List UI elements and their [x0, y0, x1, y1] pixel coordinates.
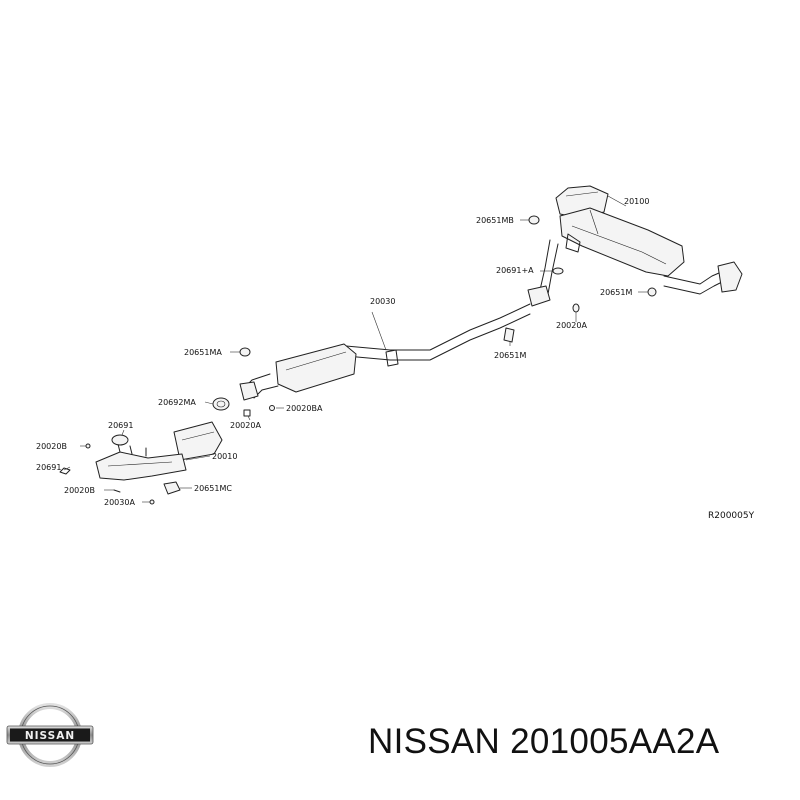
label-gasket-front-left: 20691	[36, 463, 61, 472]
leader-lines	[63, 195, 648, 503]
label-mount-rubber-m-rear: 20651M	[600, 288, 632, 297]
nissan-logo-text: NISSAN	[25, 730, 75, 742]
nissan-logo: NISSAN	[5, 700, 95, 770]
label-gasket-a: 20691+A	[496, 266, 534, 275]
label-nut-a: 20020BA	[286, 404, 323, 413]
label-bolt-b2: 20020B	[64, 486, 95, 495]
label-center-pipe: 20030	[370, 297, 395, 306]
label-bolt-b: 20020B	[36, 442, 67, 451]
label-mount-rubber-mc: 20651MC	[194, 484, 232, 493]
reference-code: R200005Y	[708, 511, 755, 521]
center-pipe	[212, 303, 531, 417]
label-mount-rubber-m-center: 20651M	[494, 351, 526, 360]
product-caption: NISSAN 201005AA2A	[368, 722, 720, 761]
part-labels: 20100 20651MB 20691+A 20651M 20030 20020…	[36, 197, 649, 507]
label-gasket-ma: 20692MA	[158, 398, 196, 407]
front-catalyst	[59, 421, 223, 505]
label-gasket-front: 20691	[108, 421, 133, 430]
label-spring-bolt-a: 20020A	[230, 421, 261, 430]
label-stud-a: 20030A	[104, 498, 135, 507]
label-mount-rubber-ma: 20651MA	[184, 348, 222, 357]
label-catalyst: 20010	[212, 452, 237, 461]
label-mount-rubber-mb: 20651MB	[476, 216, 514, 225]
label-muffler-rear: 20100	[624, 197, 649, 206]
label-clamp-a-rear: 20020A	[556, 321, 587, 330]
